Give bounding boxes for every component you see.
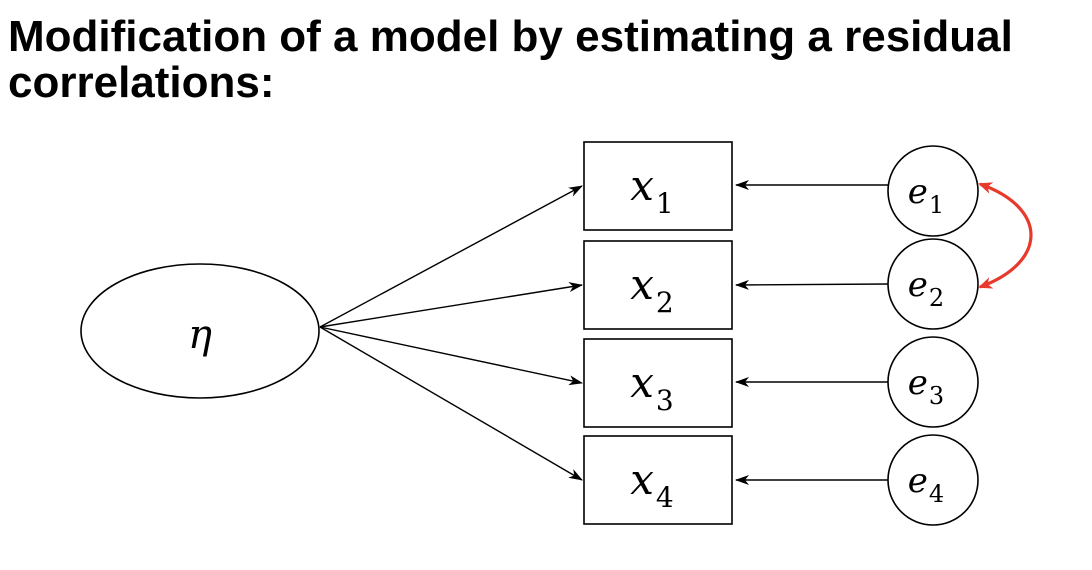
error-e4: e4 [887, 434, 979, 526]
title-prefix: Modification of a model by estimating a [8, 12, 845, 61]
loading-arrow-x1 [319, 185, 583, 328]
loading-arrow-x4 [319, 326, 583, 481]
error-circle [887, 238, 979, 330]
error-label: e2 [908, 265, 944, 312]
indicator-box [583, 338, 733, 428]
latent-ellipse [80, 263, 320, 399]
indicator-x2: x2 [583, 240, 733, 330]
indicator-box [583, 240, 733, 330]
error-e3: e3 [887, 336, 979, 428]
indicator-label: x2 [630, 260, 674, 319]
indicator-x3: x3 [583, 338, 733, 428]
title-suffix: : [259, 58, 275, 107]
error-paths [735, 180, 889, 485]
error-circle [887, 336, 979, 428]
indicator-label: x1 [630, 161, 674, 220]
indicator-label: x4 [630, 455, 674, 514]
indicator-box [583, 435, 733, 525]
slide-title: Modification of a model by estimating a … [8, 14, 1068, 106]
error-label: e1 [908, 172, 944, 219]
loading-arrow-x3 [319, 326, 583, 386]
latent-label: η [188, 312, 212, 358]
indicator-x4: x4 [583, 435, 733, 525]
error-e1: e1 [887, 145, 979, 237]
residual-correlation-arrow [978, 182, 1033, 289]
error-circle [887, 145, 979, 237]
error-label: e4 [908, 461, 944, 508]
error-label: e3 [908, 363, 944, 410]
indicator-label: x3 [630, 358, 674, 417]
indicator-box [583, 141, 733, 231]
loading-arrow-x2 [319, 282, 583, 328]
factor-loadings [319, 185, 583, 481]
latent-factor: η [80, 263, 320, 399]
indicator-x1: x1 [583, 141, 733, 231]
error-circle [887, 434, 979, 526]
error-arrow-e2 [735, 279, 889, 290]
title-bold-term: residual correlations [8, 12, 1013, 107]
error-e2: e2 [887, 238, 979, 330]
